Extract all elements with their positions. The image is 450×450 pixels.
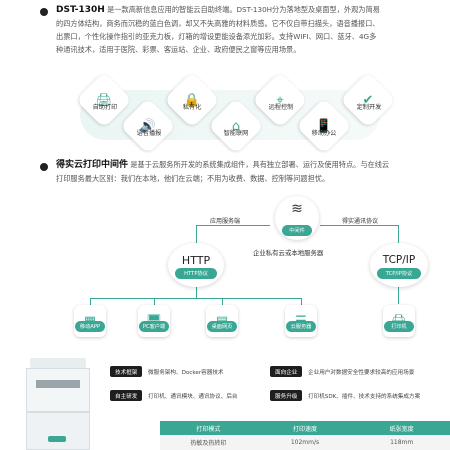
- feature-label: 语音播报: [136, 130, 162, 137]
- intro-line-2: 的四方体结构，商务而沉稳的蓝白色调，却又不失高雅的材料质感。它不仅自带扫描头，语…: [56, 19, 380, 28]
- spec-tag: 自主研发: [110, 390, 143, 401]
- http-sub: HTTP协议: [175, 268, 217, 279]
- section2-paragraph: 得实云打印中间件 是基于云服务所开发的系统集成组件，具有独立部署、运行及使用特点…: [56, 158, 444, 185]
- spec-tag: 面向企业: [270, 366, 303, 377]
- connector-line: [154, 298, 155, 306]
- layers-icon: ≋: [291, 201, 303, 217]
- endpoint-label: 打印机: [384, 321, 414, 332]
- endpoint-label: 移动APP: [75, 321, 105, 332]
- section2-line-1: 是基于云服务所开发的系统集成组件，具有独立部署、运行及使用特点。与在线云: [130, 160, 390, 169]
- tcp-node: [370, 243, 428, 287]
- print-icon: 🖨: [95, 92, 113, 108]
- app-server-label: 应用服务端: [210, 218, 241, 225]
- intro-line-1: 是一款高新信息应用的智能云自助终端。DST-130H分为落地型及桌面型，外观为简…: [107, 5, 380, 14]
- intro-line-4: 种通讯技术，适用于医院、彩票、客运站、企业、政府便民之窗等应用场景。: [56, 45, 301, 54]
- middleware-label: 中间件: [282, 225, 312, 236]
- http-node: [168, 243, 224, 287]
- connector-line: [90, 298, 302, 299]
- spec-table: 打印模式 打印速度 纸张宽度 热敏及热转印 102mm/s 118mm: [160, 421, 450, 450]
- network-icon: ⌂: [231, 118, 241, 134]
- custom-dev-icon: ✔: [362, 92, 374, 108]
- intro-paragraph: DST-130H 是一款高新信息应用的智能云自助终端。DST-130H分为落地型…: [56, 3, 444, 56]
- intro-line-3: 出票口，个性化操作指引的亚克力板，灯箱的增设更能设备添光加彩。支持WIFI、网口…: [56, 32, 377, 41]
- section2-title: 得实云打印中间件: [56, 160, 129, 170]
- connector-line: [196, 225, 270, 226]
- section2-line-2: 打印服务最大区别：我们在本地，他们在云端；不用为收费、数据、控制等问题担忧。: [56, 174, 330, 183]
- protocol-label: 得实通讯协议: [342, 218, 379, 225]
- endpoint-label: 桌面网页: [207, 321, 237, 332]
- table-header-cell: 打印模式: [196, 425, 221, 433]
- table-row: 热敏及热转印 102mm/s 118mm: [160, 435, 450, 450]
- kiosk-illustration: [22, 358, 100, 450]
- connector-line: [196, 225, 197, 244]
- remote-control-icon: ⌖: [276, 92, 284, 108]
- endpoint-label: PC客户端: [139, 321, 169, 332]
- http-title: HTTP: [181, 254, 211, 267]
- connector-line: [301, 298, 302, 306]
- endpoint-label: 云服务器: [286, 321, 316, 332]
- feature-label: 智能联网: [223, 130, 249, 137]
- tcp-title: TCP/IP: [382, 254, 416, 266]
- connector-line: [398, 225, 399, 244]
- speaker-icon: 🔊: [139, 118, 157, 134]
- connector-line: [196, 285, 197, 298]
- intro-bullet: [40, 8, 48, 16]
- mobile-icon: 📱: [315, 118, 333, 134]
- connector-line: [320, 225, 398, 226]
- spec-tag: 技术框架: [110, 366, 143, 377]
- spec-tag: 服务升级: [270, 390, 303, 401]
- tcp-sub: TCP/IP协议: [377, 268, 421, 279]
- feature-label: 定制开发: [356, 104, 382, 111]
- feature-label: 自助打印: [92, 104, 118, 111]
- connector-line: [398, 286, 399, 304]
- feature-label: 移动办公: [311, 130, 337, 137]
- feature-label: 远程控制: [268, 104, 294, 111]
- table-header-cell: 打印速度: [293, 425, 318, 433]
- table-header: 打印模式 打印速度 纸张宽度: [160, 421, 450, 435]
- spec-text: 打印机SDK、插件、技术支持的系统集成方案: [308, 394, 421, 400]
- product-title: DST-130H: [56, 5, 105, 15]
- feature-label: 私有化: [182, 104, 202, 111]
- spec-text: 微服务架构、Docker容器技术: [148, 370, 224, 376]
- connector-line: [90, 298, 91, 306]
- table-cell: 118mm: [390, 439, 414, 446]
- lock-icon: 🔒: [183, 92, 201, 108]
- feature-band: 🖨 自助打印 🔒 私有化 ⌖ 远程控制 ✔ 定制开发 🔊 语音播报 ⌂ 智能联网…: [70, 71, 397, 166]
- private-cloud-label: 企业私有云或本地服务器: [253, 249, 324, 257]
- table-cell: 热敏及热转印: [190, 440, 227, 447]
- section2-bullet: [40, 163, 48, 171]
- table-cell: 102mm/s: [290, 439, 320, 446]
- spec-text: 打印机、通讯模块、通讯协议、后台: [148, 394, 238, 400]
- connector-line: [222, 298, 223, 306]
- spec-text: 企业用户对数据安全性要求较高的应用场景: [308, 370, 415, 376]
- table-header-cell: 纸张宽度: [389, 425, 414, 433]
